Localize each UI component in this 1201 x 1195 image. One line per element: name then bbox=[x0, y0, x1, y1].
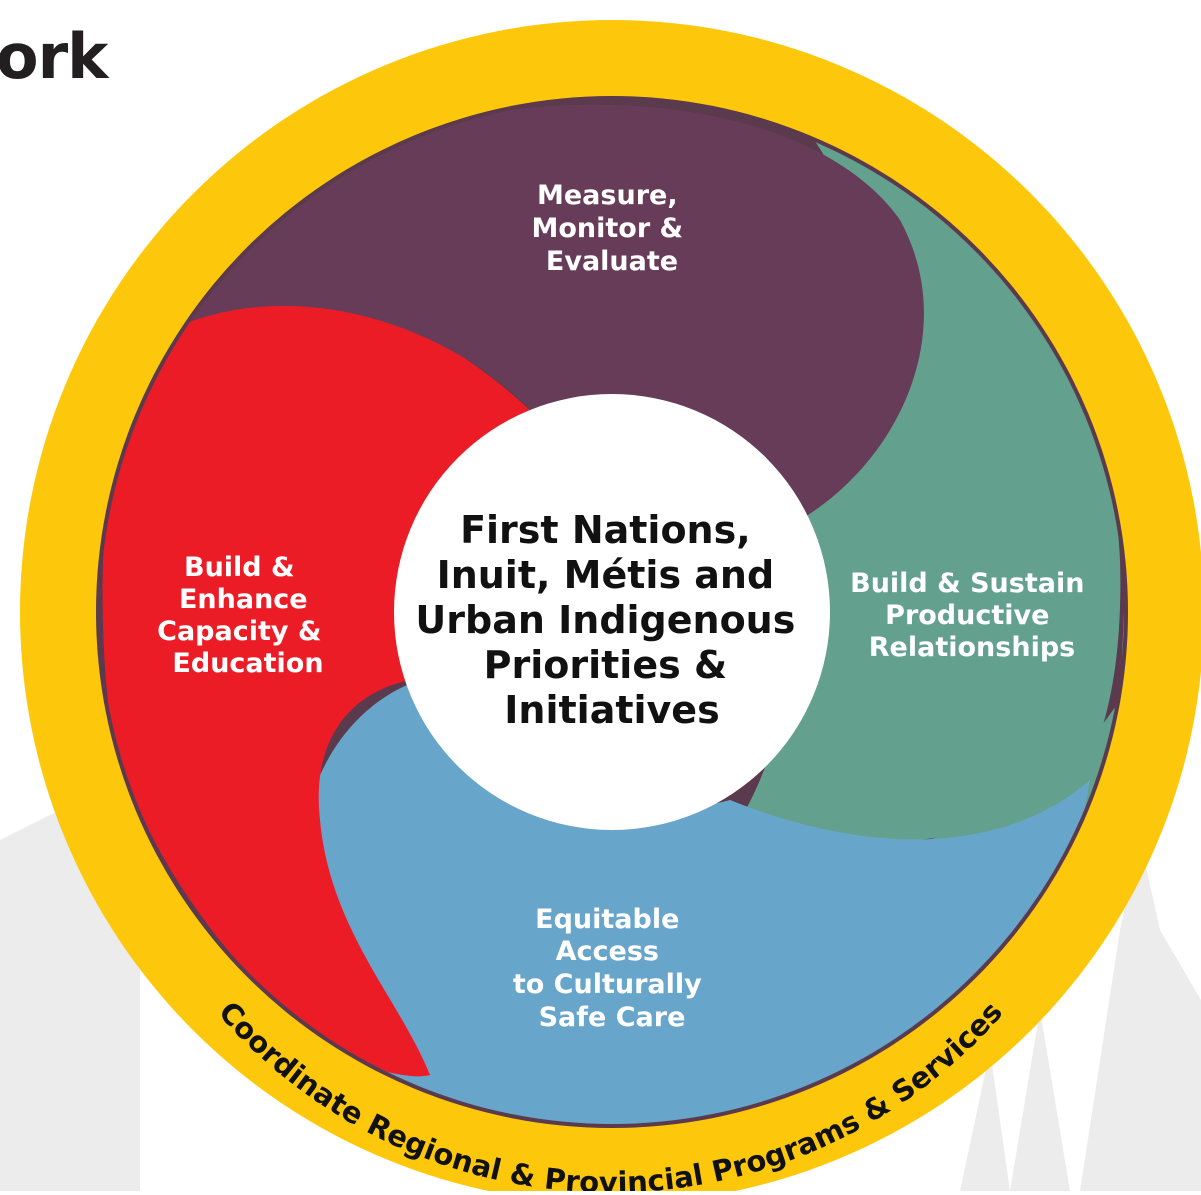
page-heading-fragment: ork bbox=[0, 20, 108, 93]
center-circle bbox=[394, 394, 830, 830]
segment-capacity-shape bbox=[102, 292, 540, 1077]
label-measure: Measure, Monitor & Evaluate bbox=[531, 180, 692, 277]
segment-measure-shape bbox=[170, 104, 924, 520]
label-capacity: Build & Enhance Capacity & Education bbox=[157, 552, 331, 679]
label-sustain: Build & Sustain Productive Relationships bbox=[850, 568, 1094, 663]
label-access: Equitable Access to Culturally Safe Care bbox=[513, 904, 711, 1033]
center-label: First Nations, Inuit, Métis and Urban In… bbox=[415, 508, 808, 732]
